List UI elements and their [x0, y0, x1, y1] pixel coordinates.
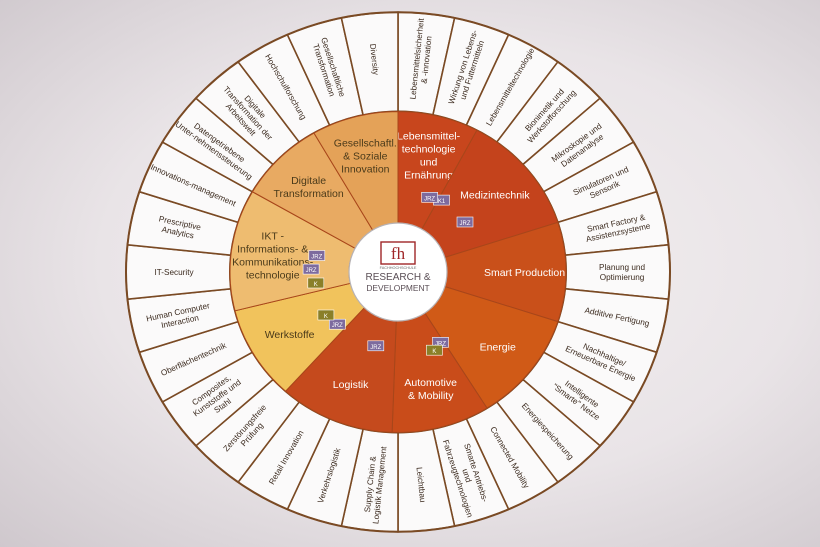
inner-sector-label: Medizintechnik: [460, 189, 530, 201]
outer-rim: [125, 11, 671, 533]
badge: [317, 309, 335, 321]
center-circle: [348, 222, 448, 322]
badge-label: K1: [438, 199, 446, 205]
badge-label: K: [314, 282, 318, 288]
outer-segment-label: IT-Security: [154, 268, 194, 277]
badge-label: JRZ: [424, 196, 435, 202]
outer-segment-label: Diversity: [368, 43, 380, 76]
inner-sector-label: technologie: [246, 270, 300, 282]
inner-sector-label: Kommunikations-: [232, 257, 314, 269]
inner-ring: Lebensmittel-technologieundErnährungMedi…: [229, 111, 567, 433]
badge: [421, 192, 438, 203]
badge-label: K: [432, 349, 436, 355]
inner-sector-label: Transformation: [273, 188, 343, 200]
badge: [307, 277, 325, 289]
center-logo: fh FACHHOCHSCHULE RESEARCH & DEVELOPMENT: [348, 222, 448, 322]
outer-segment-label: Leichtbau: [415, 467, 428, 504]
inner-sector-label: und: [420, 156, 438, 168]
badge: [426, 344, 443, 356]
inner-sector-label: technologie: [402, 143, 456, 155]
inner-sector-label: Automotive: [404, 377, 457, 389]
inner-sector-label: Informations- &: [237, 244, 308, 256]
badge-label: JRZ: [460, 221, 471, 227]
inner-sector-label: Ernährung: [404, 169, 453, 181]
badge-label: JRZ: [435, 341, 446, 347]
inner-sector-label: Smart Production: [484, 267, 565, 279]
badge: [302, 263, 320, 275]
fh-logo-text: fh: [391, 244, 406, 263]
badge: [328, 318, 346, 330]
outer-segment-label-group: IT-Security: [154, 268, 194, 277]
badge-label: JRZ: [332, 323, 343, 329]
badge-label: JRZ: [311, 255, 322, 261]
badge: [367, 340, 385, 352]
outer-segment-label: Planung und: [599, 263, 645, 272]
inner-sector-label: IKT -: [261, 231, 284, 243]
inner-sector-label: & Soziale: [343, 150, 388, 162]
inner-sector-label: Werkstoffe: [265, 329, 315, 341]
inner-sector-label: Gesellschaftl.: [334, 137, 397, 149]
badge-label: JRZ: [370, 345, 381, 351]
outer-segment-label: und: [460, 468, 473, 484]
inner-sector-label: Digitale: [291, 175, 326, 187]
outer-segment-label-group: Diversity: [368, 43, 380, 76]
fh-logo-box: [380, 241, 416, 265]
inner-sector-label: & Mobility: [408, 390, 454, 402]
inner-sector-label: Innovation: [341, 163, 390, 175]
badge-label: K: [324, 314, 328, 320]
inner-sector-label: Lebensmittel-: [397, 130, 461, 142]
badge: [456, 216, 474, 228]
development-label: DEVELOPMENT: [366, 283, 429, 293]
badge-label: JRZ: [306, 268, 317, 274]
outer-segment-label-group: Leichtbau: [415, 467, 428, 504]
research-label: RESEARCH &: [365, 272, 430, 283]
inner-sector-label: Energie: [480, 341, 516, 353]
badge: [308, 250, 326, 261]
fh-logo-subtext: FACHHOCHSCHULE: [380, 266, 417, 270]
inner-sector-label: Logistik: [333, 379, 369, 391]
outer-segment-label: Optimierung: [600, 273, 645, 282]
